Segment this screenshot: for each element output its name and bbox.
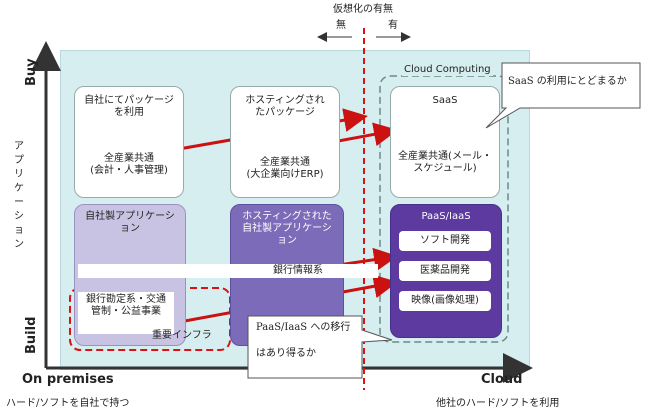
box-paas-title: PaaS/IaaS [421,211,471,222]
callout-paas-text-1: PaaS/IaaS への移行 [256,322,351,333]
box-saas: SaaS 全産業共通(メール・スケジュール) [390,86,500,198]
callout-saas-text: SaaS の利用にとどまるか [508,76,627,87]
box-saas-sub: 全産業共通(メール・スケジュール) [398,151,492,174]
x-axis-right-caption: 他社のハード/ソフトを利用 [436,398,560,409]
box-in-house-package: 自社にてパッケージを利用 全産業共通 (会計・人事管理) [74,86,184,198]
callout-saas-shape [485,62,641,129]
box-hosted-package: ホスティングされたパッケージ 全産業共通 (大企業向けERP) [230,86,340,198]
virtualization-label: 仮想化の有無 [333,4,393,15]
callout-paas-shape [247,315,393,379]
cloud-computing-region [379,75,509,343]
critical-infra-text: 銀行勘定系・交通管制・公益事業 [86,294,166,317]
paas-item-video: 映像(画像処理) [399,291,491,311]
no-virtualization-label: 無 [336,20,346,31]
critical-infra-box: 銀行勘定系・交通管制・公益事業 [78,292,174,334]
callout-paas-text-2: はあり得るか [256,348,316,359]
y-axis-title: アプリケーション [14,141,24,250]
box-hosted-package-title: ホスティングされたパッケージ [245,95,325,118]
paas-item-software: ソフト開発 [399,231,491,251]
x-axis-left-caption: ハード/ソフトを自社で持つ [6,398,130,409]
critical-infra-label: 重要インフラ [152,330,212,341]
box-in-house-package-sub: 全産業共通 (会計・人事管理) [90,153,168,176]
x-axis-on-premises: On premises [22,372,114,387]
yes-virtualization-label: 有 [388,20,398,31]
cloud-computing-label: Cloud Computing [402,64,493,76]
bank-info-band: 銀行情報系 [78,264,378,278]
box-saas-title: SaaS [432,95,458,106]
box-in-house-app-title: 自社製アプリケーション [85,211,175,234]
paas-item-pharma: 医薬品開発 [399,261,491,281]
x-axis-cloud: Cloud [481,372,523,387]
box-in-house-package-title: 自社にてパッケージを利用 [84,95,174,118]
box-paas: PaaS/IaaS ソフト開発 医薬品開発 映像(画像処理) [390,204,502,338]
box-hosted-app-title: ホスティングされた自社製アプリケーション [242,211,332,246]
box-hosted-package-sub: 全産業共通 (大企業向けERP) [246,157,324,180]
